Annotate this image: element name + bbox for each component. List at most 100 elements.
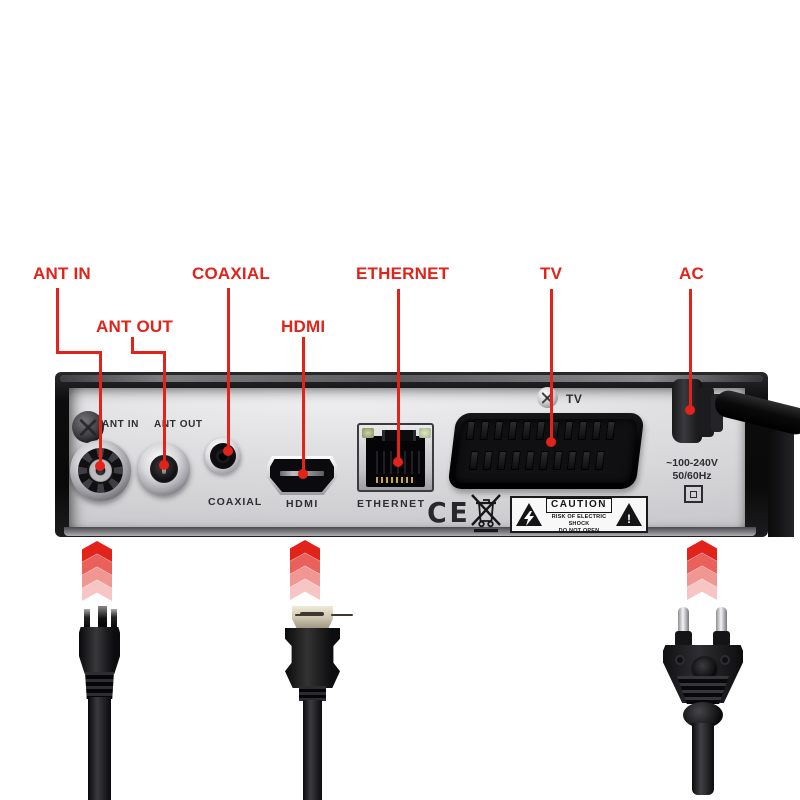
voltage-rating: ~100-240V bbox=[666, 457, 718, 469]
ant-out-print: ANT OUT bbox=[154, 419, 203, 430]
scart-pin bbox=[563, 421, 574, 440]
screw-icon bbox=[72, 411, 104, 443]
ant-in-target-dot bbox=[95, 461, 105, 471]
scart-pin bbox=[465, 421, 476, 440]
ant-out-leader-line bbox=[131, 337, 134, 353]
exclamation-warning-icon: ! bbox=[616, 503, 642, 526]
rf-plug-pin bbox=[98, 606, 107, 631]
rf-cable-plug bbox=[79, 627, 120, 674]
eu-plug-screw bbox=[675, 655, 685, 665]
tv-leader-line bbox=[550, 289, 553, 441]
hdmi-cable bbox=[303, 700, 322, 800]
scart-pin bbox=[482, 451, 493, 470]
scart-pin bbox=[468, 451, 479, 470]
hdmi-leader-line bbox=[302, 337, 305, 473]
callout-hdmi: HDMI bbox=[281, 317, 326, 336]
chevron-up-icon bbox=[290, 566, 320, 587]
callout-ac: AC bbox=[679, 264, 704, 283]
ant-in-leader-line bbox=[56, 288, 59, 353]
ac-leader-line bbox=[689, 289, 692, 409]
scart-pin bbox=[524, 451, 535, 470]
chevron-up-icon bbox=[687, 540, 717, 561]
chevron-up-icon bbox=[82, 554, 112, 575]
ant-out-target-dot bbox=[159, 460, 169, 470]
ethernet-led-icon bbox=[362, 428, 374, 438]
eu-plug-pin bbox=[716, 607, 727, 635]
chevron-up-icon bbox=[82, 580, 112, 601]
ethernet-leader-line bbox=[397, 289, 400, 461]
rf-plug-grip bbox=[85, 672, 114, 699]
scart-pin bbox=[507, 421, 518, 440]
tv-target-dot bbox=[546, 437, 556, 447]
up-arrows-icon bbox=[290, 540, 320, 600]
ethernet-print: ETHERNET bbox=[357, 498, 426, 510]
chevron-up-icon bbox=[82, 541, 112, 562]
scart-pin bbox=[538, 451, 549, 470]
chevron-up-icon bbox=[687, 579, 717, 600]
ethernet-led-icon bbox=[419, 428, 431, 438]
ac-target-dot bbox=[685, 405, 695, 415]
scart-pin bbox=[577, 421, 588, 440]
chevron-up-icon bbox=[687, 553, 717, 574]
hdmi-plug-grip bbox=[299, 686, 326, 701]
hdmi-cable-plug bbox=[285, 628, 340, 688]
caution-line2: DO NOT OPEN bbox=[558, 527, 600, 534]
caution-line1: RISK OF ELECTRIC SHOCK bbox=[551, 513, 607, 527]
scart-pin bbox=[591, 421, 602, 440]
eu-plug-screw bbox=[720, 655, 730, 665]
rf-plug-pin bbox=[111, 609, 117, 630]
hdmi-connector-slot bbox=[300, 612, 324, 616]
up-arrows-icon bbox=[687, 540, 717, 600]
caution-label: CAUTION RISK OF ELECTRIC SHOCK DO NOT OP… bbox=[510, 496, 648, 534]
ce-mark: CE bbox=[427, 496, 471, 529]
chevron-up-icon bbox=[290, 579, 320, 600]
chevron-up-icon bbox=[82, 567, 112, 588]
scart-tv-port bbox=[447, 413, 645, 489]
case-bottom-edge bbox=[64, 527, 756, 536]
chevron-up-icon bbox=[687, 566, 717, 587]
chevron-up-icon bbox=[290, 540, 320, 561]
callout-tv: TV bbox=[540, 264, 563, 283]
ant-in-leader-line bbox=[99, 351, 102, 465]
coaxial-leader-line bbox=[227, 288, 230, 450]
ethernet-gold-pins bbox=[376, 477, 416, 483]
ant-in-print: ANT IN bbox=[102, 419, 139, 430]
scart-pin bbox=[479, 421, 490, 440]
scart-pin bbox=[521, 421, 532, 440]
class-ii-icon bbox=[684, 485, 703, 503]
scart-pin bbox=[493, 421, 504, 440]
callout-coaxial: COAXIAL bbox=[192, 264, 270, 283]
coaxial-print: COAXIAL bbox=[208, 496, 263, 508]
ant-out-leader-line bbox=[131, 351, 166, 354]
case-right-side bbox=[768, 428, 794, 537]
scart-pin bbox=[535, 421, 546, 440]
hdmi-cable-connector bbox=[292, 606, 333, 629]
up-arrows-icon bbox=[82, 541, 112, 601]
hdmi-target-dot bbox=[298, 469, 308, 479]
ant-in-leader-line bbox=[56, 351, 102, 354]
lightning-warning-icon bbox=[516, 503, 542, 526]
callout-ant-in: ANT IN bbox=[33, 264, 91, 283]
chevron-up-icon bbox=[290, 553, 320, 574]
coaxial-target-dot bbox=[223, 446, 233, 456]
coaxial-port bbox=[205, 438, 241, 474]
weee-bin-icon bbox=[471, 494, 501, 533]
frequency-rating: 50/60Hz bbox=[672, 470, 712, 482]
eu-plug-pin bbox=[678, 607, 689, 635]
tv-print: TV bbox=[566, 392, 583, 406]
scart-pin bbox=[580, 451, 591, 470]
scart-pin-row bbox=[468, 451, 605, 470]
screw-icon bbox=[537, 387, 558, 408]
callout-ethernet: ETHERNET bbox=[356, 264, 450, 283]
hdmi-print: HDMI bbox=[286, 498, 319, 510]
scart-pin bbox=[552, 451, 563, 470]
rf-cable bbox=[88, 697, 111, 800]
ant-out-leader-line bbox=[163, 351, 166, 463]
ethernet-target-dot bbox=[393, 457, 403, 467]
eu-plug-grip bbox=[677, 676, 729, 704]
caution-title: CAUTION bbox=[545, 498, 613, 513]
power-cable bbox=[692, 723, 714, 795]
callout-ant-out: ANT OUT bbox=[96, 317, 173, 336]
ac-strain-relief-rib bbox=[698, 387, 714, 437]
